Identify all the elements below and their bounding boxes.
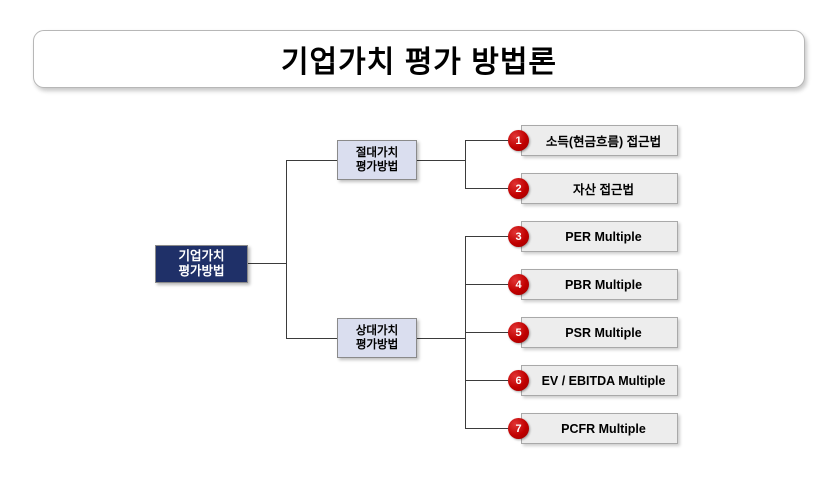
connector-leaf-7 [465,428,515,429]
root-node-line1: 기업가치 [178,249,225,263]
leaf-label: PER Multiple [565,229,642,244]
connector-leaf-3 [465,236,515,237]
leaf-number-badge: 5 [508,322,529,343]
connector-trunk [286,160,287,338]
title-banner: 기업가치 평가 방법론 [33,30,805,88]
branch-node-relative-line1: 상대가치 [355,325,399,337]
connector-leaf-5 [465,332,515,333]
leaf-box[interactable]: PSR Multiple [521,317,678,348]
leaf-box[interactable]: PER Multiple [521,221,678,252]
leaf-label: PCFR Multiple [561,421,646,436]
root-node-line2: 평가방법 [178,264,225,278]
page-title: 기업가치 평가 방법론 [280,46,558,79]
leaf-item[interactable]: 소득(현금흐름) 접근법 1 [508,125,678,156]
leaf-label: EV / EBITDA Multiple [541,373,666,388]
leaf-item[interactable]: PCFR Multiple 7 [508,413,678,444]
leaf-item[interactable]: PSR Multiple 5 [508,317,678,348]
leaf-label: 소득(현금흐름) 접근법 [545,135,662,149]
connector-leaf-6 [465,380,515,381]
branch-node-relative[interactable]: 상대가치 평가방법 [337,318,417,358]
leaf-number-badge: 6 [508,370,529,391]
leaf-label: PSR Multiple [565,325,642,340]
leaf-label: PBR Multiple [564,277,643,292]
leaf-box[interactable]: EV / EBITDA Multiple [521,365,678,396]
leaf-box[interactable]: PCFR Multiple [521,413,678,444]
connector-absolute-spine [465,140,466,188]
leaf-box[interactable]: 자산 접근법 [521,173,678,204]
branch-node-relative-line2: 평가방법 [355,339,399,351]
leaf-number-badge: 7 [508,418,529,439]
connector-trunk-relative [286,338,337,339]
leaf-number-badge: 4 [508,274,529,295]
leaf-box[interactable]: 소득(현금흐름) 접근법 [521,125,678,156]
branch-node-absolute-line2: 평가방법 [355,161,399,173]
leaf-label: 자산 접근법 [573,183,634,197]
leaf-number-badge: 3 [508,226,529,247]
connector-absolute-out [417,160,465,161]
connector-leaf-2 [465,188,515,189]
branch-node-absolute-line1: 절대가치 [355,147,399,159]
connector-root-out [248,263,286,264]
leaf-item[interactable]: PER Multiple 3 [508,221,678,252]
leaf-box[interactable]: PBR Multiple [521,269,678,300]
leaf-number-badge: 2 [508,178,529,199]
connector-leaf-4 [465,284,515,285]
connector-trunk-absolute [286,160,337,161]
leaf-number-badge: 1 [508,130,529,151]
leaf-item[interactable]: 자산 접근법 2 [508,173,678,204]
connector-relative-out [417,338,465,339]
connector-leaf-1 [465,140,515,141]
leaf-item[interactable]: PBR Multiple 4 [508,269,678,300]
root-node[interactable]: 기업가치 평가방법 [155,245,248,283]
leaf-item[interactable]: EV / EBITDA Multiple 6 [508,365,678,396]
branch-node-absolute[interactable]: 절대가치 평가방법 [337,140,417,180]
